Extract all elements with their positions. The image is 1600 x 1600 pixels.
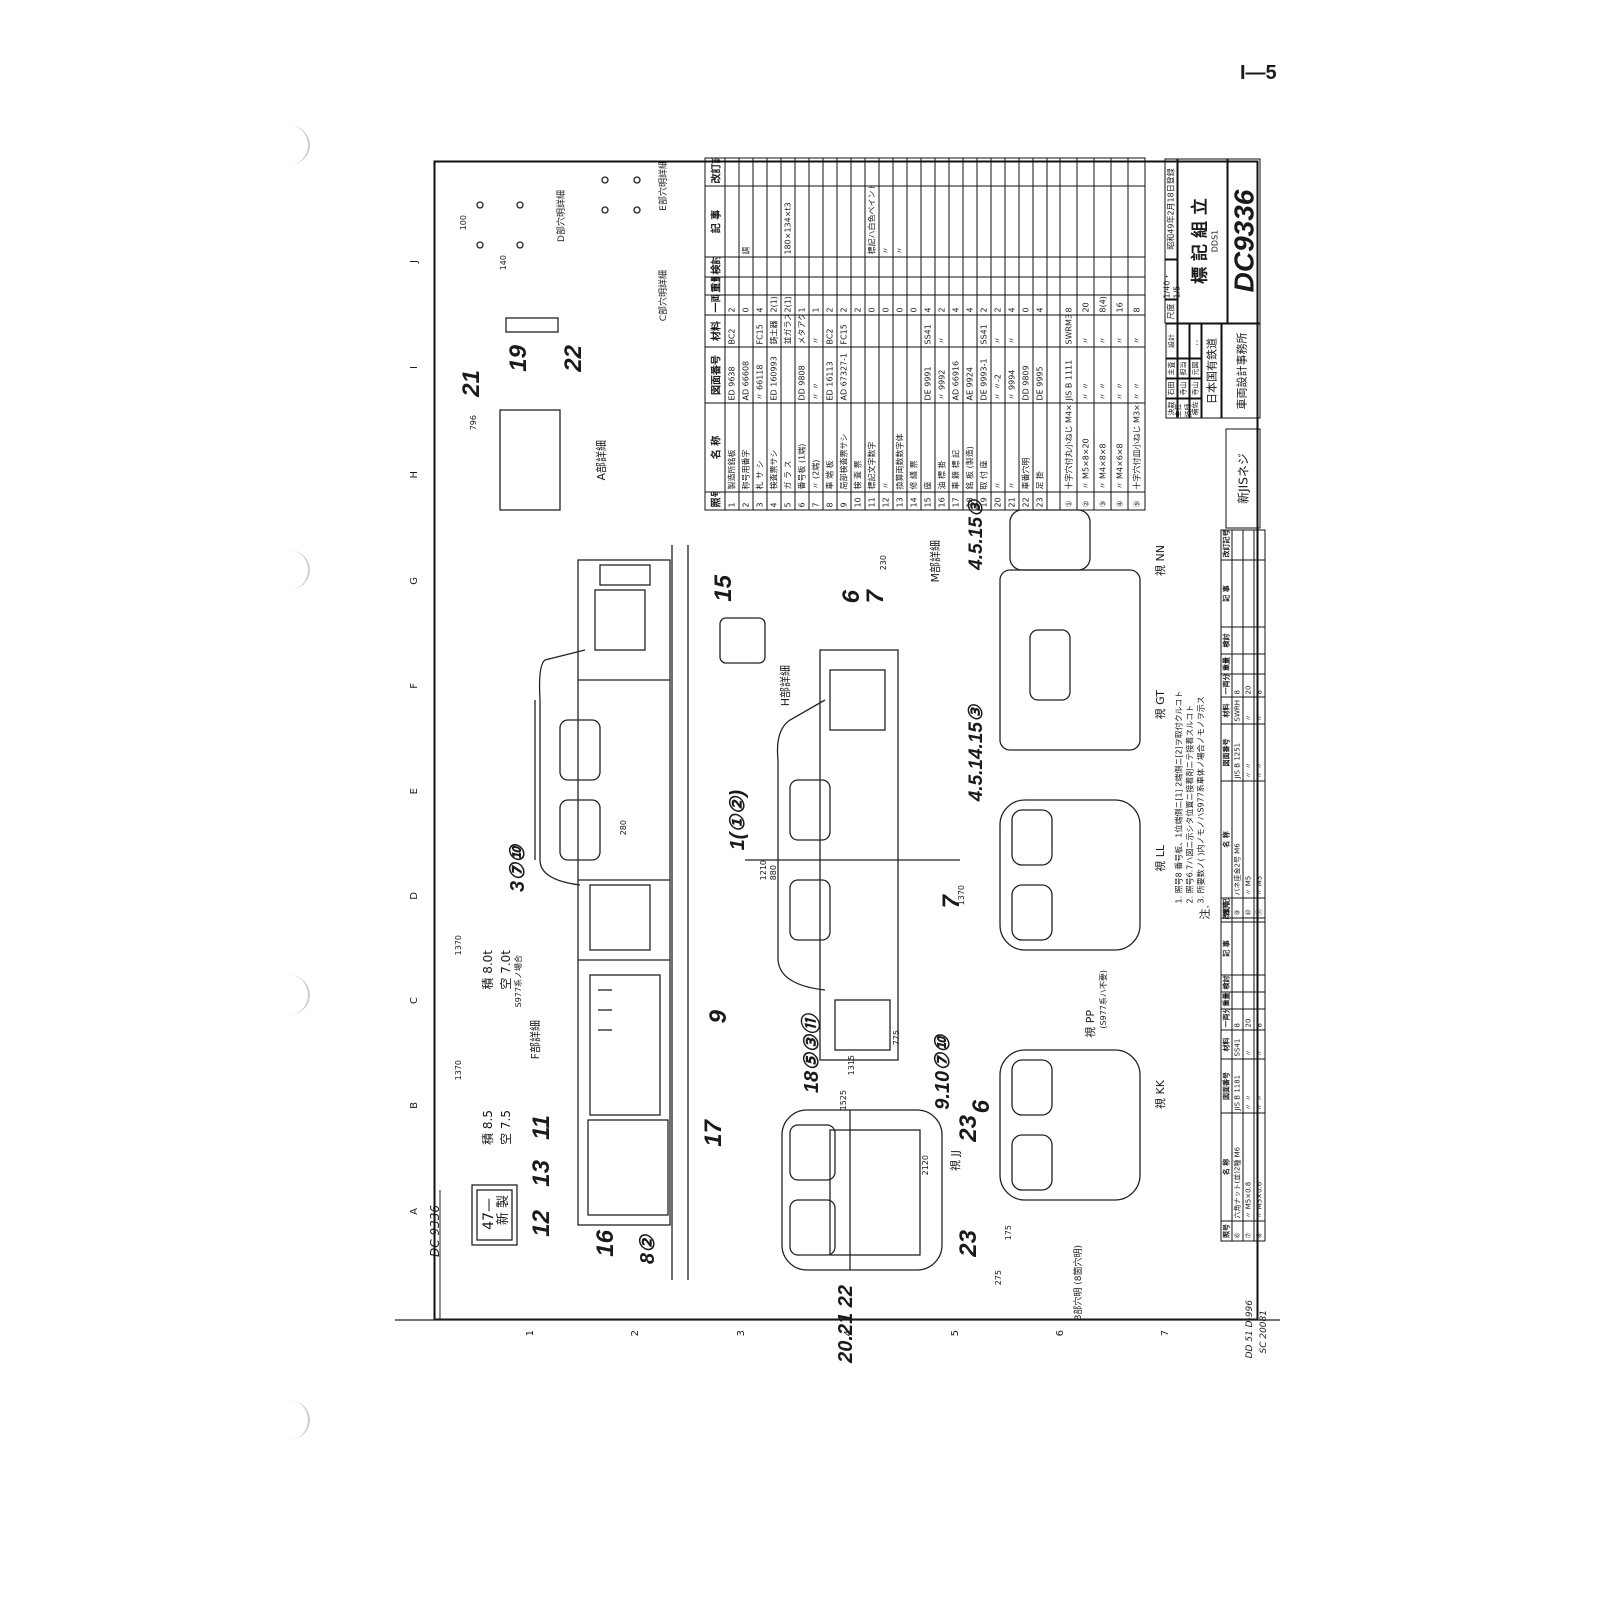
dim: 140: [499, 255, 508, 271]
callout-9: 9: [705, 1010, 732, 1024]
callout-13: 13: [528, 1160, 555, 1187]
view-label-nn: 視 NN: [1154, 545, 1167, 576]
grid-letter-b: B: [409, 1102, 420, 1109]
dim: 275: [994, 1270, 1003, 1286]
dim: 175: [1004, 1225, 1013, 1241]
callout-12: 12: [528, 1210, 555, 1237]
view-label-pp-note: (S977系ハ不要): [1099, 970, 1108, 1029]
dim: 1370: [957, 885, 966, 906]
dim: 1210: [759, 860, 768, 881]
callout-16: 16: [592, 1230, 619, 1257]
callout-15: 15: [710, 575, 737, 602]
stencil-load-1: 積 8.5: [481, 1110, 495, 1145]
view-label-e: E部穴明詳細: [659, 160, 669, 211]
grid-letter-f: F: [409, 683, 420, 689]
callout-7-top: 7: [862, 590, 889, 604]
callout-23-a: 23: [955, 1115, 982, 1142]
grid-letter-i: I: [409, 366, 420, 369]
corner-drawing-number: DC 9336: [428, 1205, 442, 1257]
callout-11: 11: [528, 1115, 555, 1140]
view-label-f: F部詳細: [529, 1020, 542, 1060]
callout-19: 19: [505, 345, 532, 372]
callout-9-10: 9.10⑦⑩: [932, 1035, 954, 1110]
punch-hole: [268, 550, 310, 590]
grid-letter-d: D: [409, 892, 420, 900]
dim: 1315: [847, 1055, 856, 1076]
dim: 1370: [454, 935, 463, 956]
callout-4-5-15: 4.5.15③: [966, 500, 987, 570]
dim: 2120: [921, 1155, 930, 1176]
punch-hole: [268, 975, 310, 1015]
grid-letter-h: H: [409, 471, 420, 479]
callout-17: 17: [700, 1120, 727, 1147]
grid-letter-e: E: [409, 788, 420, 795]
grid-letter-j: J: [409, 260, 420, 263]
dim: 100: [459, 215, 468, 231]
view-label-m: M部詳細: [929, 540, 942, 583]
dim: 796: [469, 415, 478, 431]
view-label-jj: 視 JJ: [949, 1150, 962, 1171]
callout-21: 21: [458, 370, 485, 397]
view-gt-nn: [999, 509, 1141, 751]
reference-2: SC 20081: [1259, 1310, 1269, 1354]
callout-6: 6: [968, 1100, 995, 1114]
callout-1: 1(①②): [727, 790, 749, 851]
stencil-new-year: 47—: [481, 1198, 497, 1230]
callout-18: 18⑤③⑪: [801, 1015, 823, 1094]
stencil-empty-1: 空 7.5: [499, 1110, 513, 1145]
view-jj: [781, 1109, 943, 1271]
stencil-boxes: [471, 1184, 518, 1246]
reference-1: DD 51 D-996: [1245, 1300, 1255, 1359]
punch-hole: [268, 1400, 310, 1440]
view-kk: [999, 1049, 1141, 1201]
view-label-h: H部詳細: [779, 665, 792, 707]
grid-letter-a: A: [409, 1208, 420, 1215]
view-label-ll: 視 LL: [1154, 845, 1167, 872]
view-label-d: D部穴明詳細: [557, 190, 567, 242]
callout-4-5-14-15: 4.5.14.15③: [966, 705, 987, 802]
detail-d-e: [476, 176, 641, 249]
view-label-kk: 視 KK: [1154, 1080, 1167, 1109]
view-label-b: B部穴明 (8箇穴明): [1074, 1245, 1084, 1321]
side-view-main: [534, 545, 689, 1280]
stencil-load-2: 積 8.0t: [481, 950, 495, 990]
dim: 1370: [454, 1060, 463, 1081]
callout-22: 22: [560, 345, 587, 372]
callout-3: 3⑦⑩: [507, 845, 529, 892]
side-view-second: [745, 649, 960, 1061]
view-label-a: A部詳細: [595, 440, 608, 481]
callout-8: 8②: [637, 1235, 659, 1265]
punch-hole: [268, 125, 310, 165]
detail-15: [719, 617, 766, 664]
dim: 280: [619, 820, 628, 836]
grid-number-6: 6: [1055, 1330, 1066, 1337]
grid-number-7: 7: [1160, 1330, 1171, 1337]
callout-20-21-22: 20.21 22: [835, 1285, 857, 1363]
view-ll: [999, 799, 1141, 951]
dim: 1525: [839, 1090, 848, 1111]
view-label-pp: 視 PP: [1084, 1010, 1097, 1038]
dim: 230: [879, 555, 888, 571]
grid-number-2: 2: [630, 1330, 641, 1337]
page-number: I—5: [1240, 62, 1277, 84]
grid-letter-c: C: [409, 997, 420, 1004]
view-label-c: C部穴明詳細: [659, 270, 669, 322]
view-label-gt: 視 GT: [1154, 690, 1167, 720]
stencil-empty-2: 空 7.0t: [499, 950, 513, 990]
callout-23-b: 23: [955, 1230, 982, 1257]
dim: 880: [769, 865, 778, 881]
grid-number-5: 5: [950, 1330, 961, 1337]
dim: 775: [892, 1030, 901, 1046]
grid-number-3: 3: [736, 1330, 747, 1337]
detail-a: [499, 317, 561, 511]
grid-letter-g: G: [409, 577, 420, 585]
stencil-new: 新 製: [496, 1195, 511, 1226]
stencil-s977: S977系ノ場合: [514, 955, 523, 1008]
grid-number-1: 1: [525, 1330, 536, 1337]
